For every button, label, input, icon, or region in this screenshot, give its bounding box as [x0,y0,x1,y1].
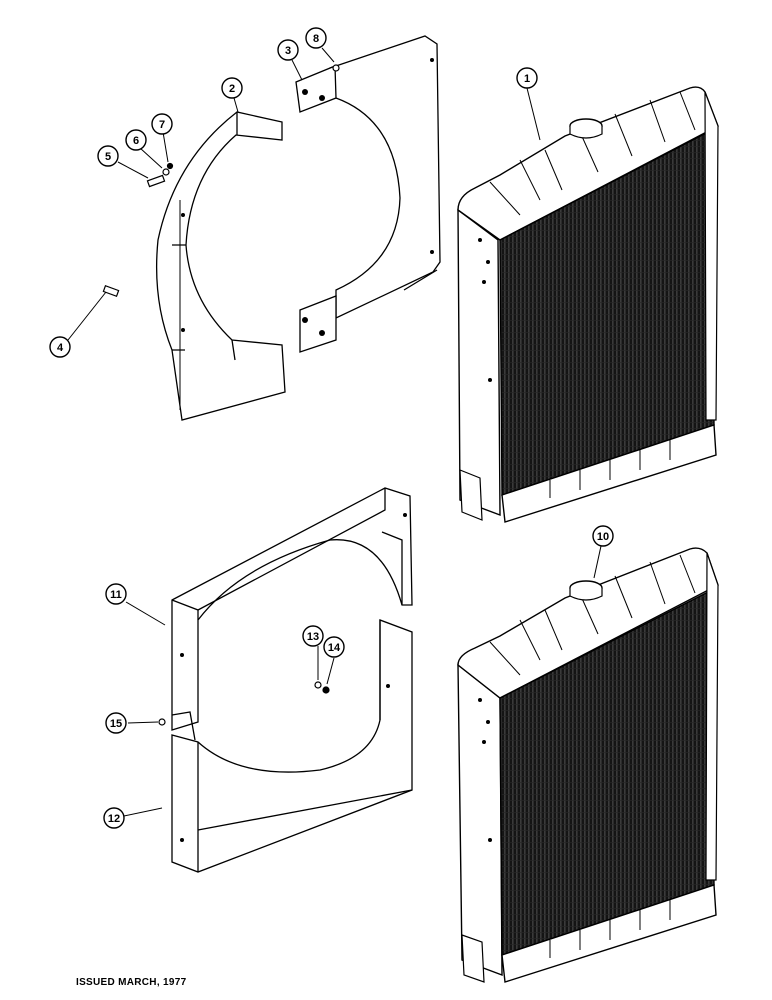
callout-6: 6 [125,129,147,151]
callout-3: 3 [277,39,299,61]
svg-text:2: 2 [229,83,235,95]
radiator-lower [457,547,719,983]
callout-2: 2 [221,77,243,99]
svg-text:1: 1 [524,73,530,85]
fan-shroud-lower-top-half [171,487,413,731]
bolt-hardware-lower [158,681,330,726]
svg-text:6: 6 [133,135,139,147]
svg-text:5: 5 [105,151,111,163]
callout-14: 14 [323,636,345,658]
callout-15: 15 [105,712,127,734]
fan-shroud-upper-right-half [295,35,441,353]
svg-text:10: 10 [597,531,609,543]
callout-12: 12 [103,807,125,829]
svg-text:3: 3 [285,45,291,57]
callout-11: 11 [105,583,127,605]
callout-8: 8 [305,27,327,49]
callout-13: 13 [302,625,324,647]
svg-text:7: 7 [159,119,165,131]
fan-shroud-lower-bottom-half [171,619,413,873]
callout-1: 1 [516,67,538,89]
fan-shroud-upper-left-half [156,111,286,421]
svg-text:12: 12 [108,813,120,825]
callout-4: 4 [49,336,71,358]
callout-5: 5 [97,145,119,167]
svg-text:4: 4 [57,342,64,354]
issued-date-footer: ISSUED MARCH, 1977 [76,977,187,988]
svg-text:11: 11 [110,589,122,601]
leader-lines [67,47,602,817]
svg-text:15: 15 [110,718,122,730]
svg-text:14: 14 [328,642,341,654]
bolt-hardware-group [102,64,340,297]
callout-7: 7 [151,113,173,135]
radiator-upper [457,86,719,523]
svg-text:8: 8 [313,33,319,45]
callout-10: 10 [592,525,614,547]
svg-text:13: 13 [307,631,319,643]
